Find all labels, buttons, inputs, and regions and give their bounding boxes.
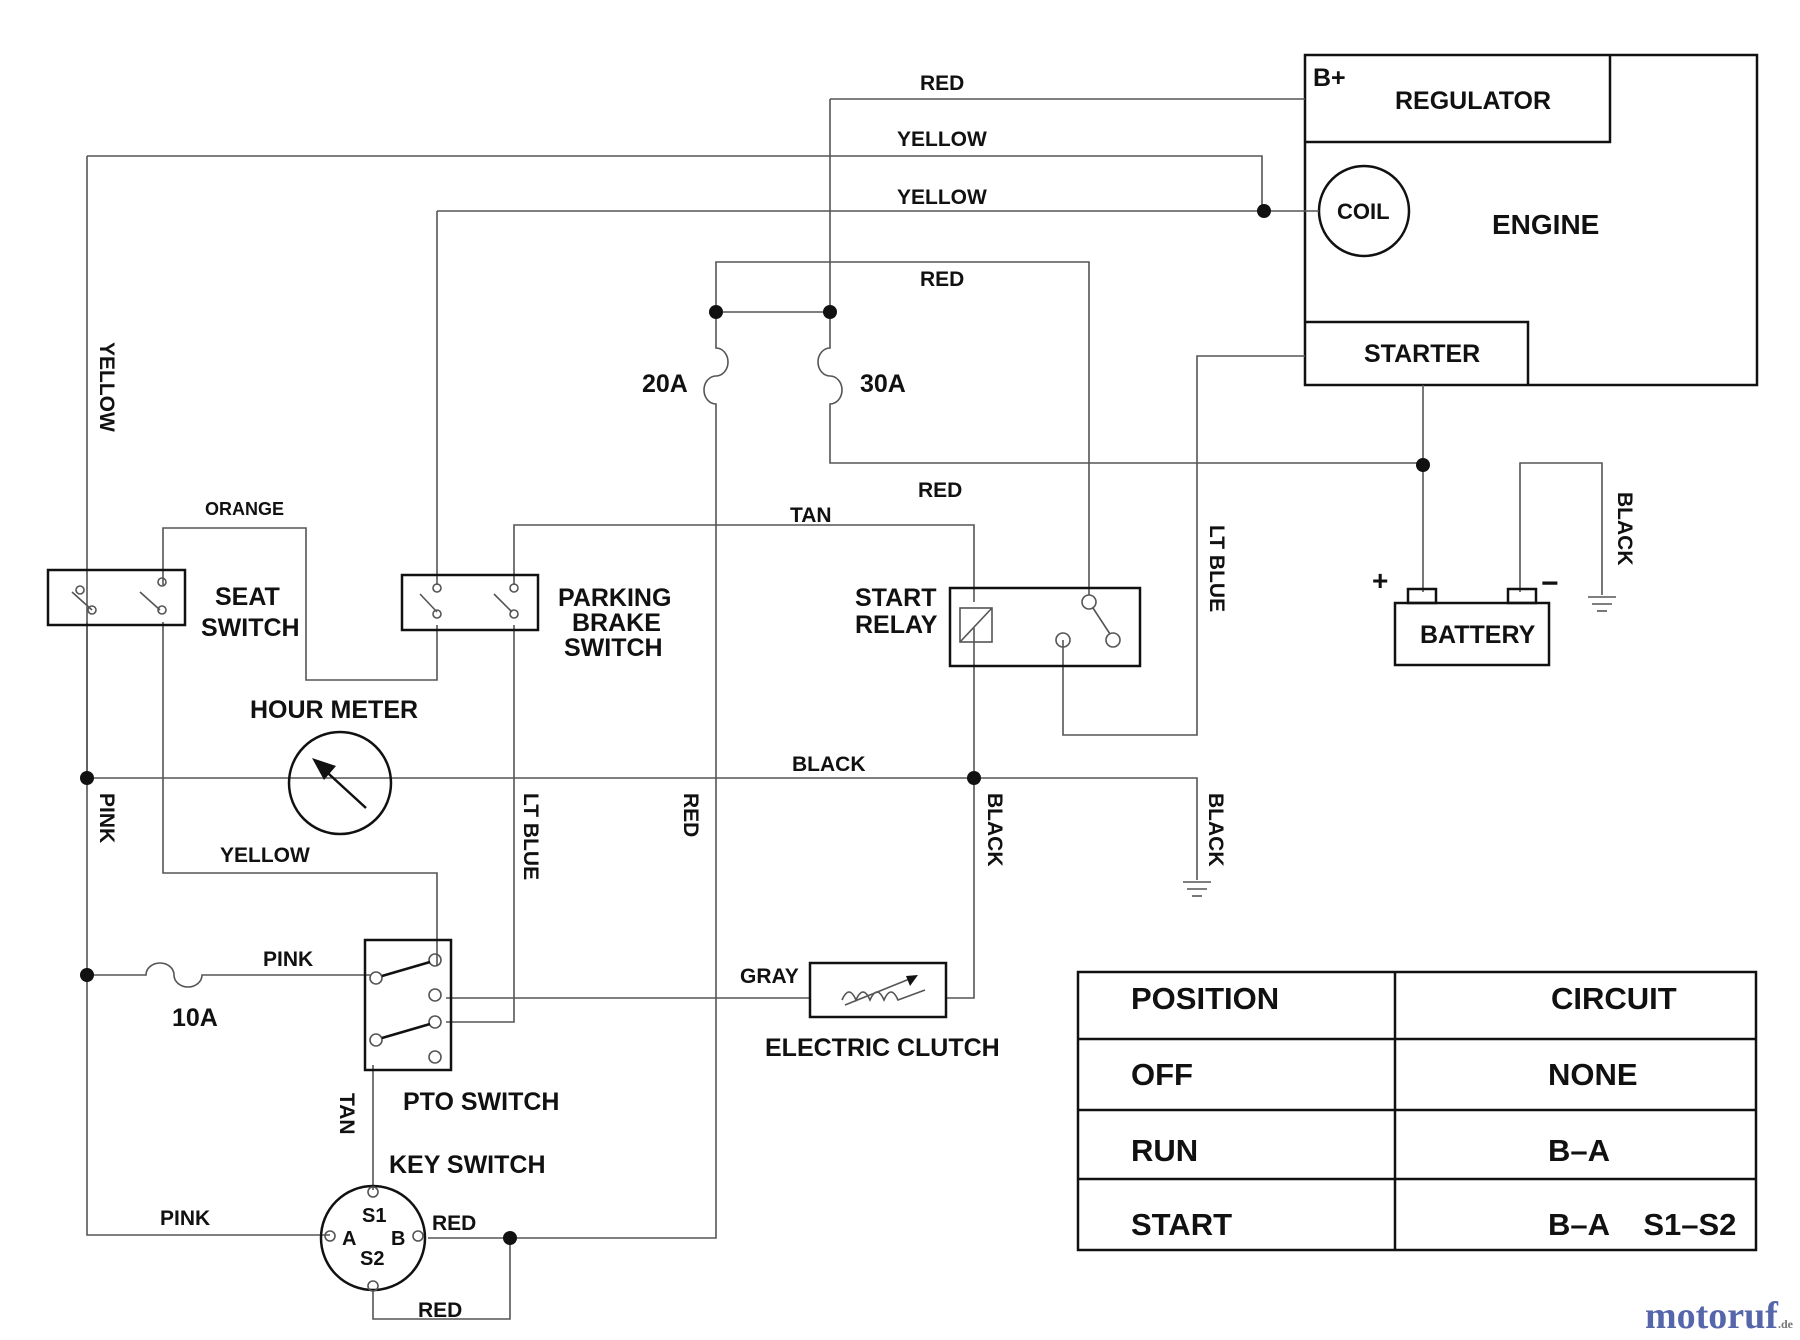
fuse-10a-label: 10A <box>172 1004 218 1032</box>
wire-label-yellow-left: YELLOW <box>95 342 118 432</box>
watermark: motoruf.de <box>1645 1295 1794 1337</box>
electric-clutch <box>808 961 948 1019</box>
coil-label: COIL <box>1337 199 1390 224</box>
table-row-off-circuit: NONE <box>1548 1057 1638 1092</box>
table-row-run-position: RUN <box>1131 1133 1198 1168</box>
fuse-30a-label: 30A <box>860 370 906 398</box>
wire-label-pink-key: PINK <box>160 1207 210 1230</box>
wire-label-pink-fuse: PINK <box>263 948 313 971</box>
parking-brake-switch <box>400 573 540 632</box>
seat-switch <box>46 568 187 627</box>
seat-switch-line-2: SWITCH <box>201 614 300 642</box>
start-relay-label: START RELAY <box>855 584 943 639</box>
battery-label: BATTERY <box>1420 621 1536 649</box>
engine-block <box>1303 53 1759 387</box>
wire-label-gray: GRAY <box>740 965 799 988</box>
wire-label-red-top: RED <box>920 72 964 95</box>
hour-meter <box>287 730 393 836</box>
wire-label-orange: ORANGE <box>205 499 284 519</box>
wire-label-yellow-seat: YELLOW <box>220 844 310 867</box>
wire-label-pink-left: PINK <box>95 793 118 843</box>
watermark-suffix: .de <box>1778 1317 1794 1331</box>
pto-switch <box>363 938 453 1072</box>
wire-label-lt-blue-right: LT BLUE <box>1205 525 1228 612</box>
key-s1: S1 <box>362 1205 386 1227</box>
table-header-position: POSITION <box>1131 981 1279 1016</box>
starter-label: STARTER <box>1364 340 1480 368</box>
table-row-run-circuit: B–A <box>1548 1133 1610 1168</box>
key-b: B <box>391 1228 405 1250</box>
wire-label-yellow-top: YELLOW <box>897 128 987 151</box>
battery <box>1393 587 1551 667</box>
seat-switch-label: SEAT SWITCH <box>201 583 300 642</box>
wire-label-black-meter: BLACK <box>792 753 866 776</box>
wires <box>86 98 1603 1320</box>
ground-symbol-meter <box>1183 881 1211 897</box>
wire-label-lt-blue-mid: LT BLUE <box>519 793 542 880</box>
table-row-start-circuit: B–A S1–S2 <box>1548 1207 1736 1242</box>
pto-switch-label: PTO SWITCH <box>403 1088 559 1116</box>
wire-label-red-key: RED <box>432 1212 476 1235</box>
key-switch <box>319 1184 427 1292</box>
table-row-off-position: OFF <box>1131 1057 1193 1092</box>
watermark-text: motoruf <box>1645 1295 1779 1337</box>
wire-label-red-starter: RED <box>918 479 962 502</box>
wire-label-black-clutch: BLACK <box>983 793 1006 867</box>
table-header-circuit: CIRCUIT <box>1551 981 1677 1016</box>
table-row-start-position: START <box>1131 1207 1232 1242</box>
battery-plus: + <box>1372 565 1388 596</box>
wire-label-red-fuse: RED <box>920 268 964 291</box>
engine-label: ENGINE <box>1492 209 1599 240</box>
wire-label-yellow-coil: YELLOW <box>897 186 987 209</box>
key-a: A <box>342 1228 356 1250</box>
wire-label-black-gnd2: BLACK <box>1204 793 1227 867</box>
regulator-label: REGULATOR <box>1395 87 1551 115</box>
junction-dots <box>80 204 1430 1245</box>
wire-label-tan-top: TAN <box>790 504 832 527</box>
wire-label-black-ground: BLACK <box>1613 492 1636 566</box>
start-relay-line-2: RELAY <box>855 611 938 639</box>
parking-brake-line-2: BRAKE <box>572 609 661 637</box>
key-s2: S2 <box>360 1248 384 1270</box>
parking-brake-line-3: SWITCH <box>564 634 663 662</box>
fuse-20a-label: 20A <box>642 370 688 398</box>
wire-label-tan-key: TAN <box>335 1093 358 1135</box>
hour-meter-label: HOUR METER <box>250 696 418 724</box>
key-switch-label: KEY SWITCH <box>389 1151 546 1179</box>
start-relay-line-1: START <box>855 584 936 612</box>
parking-brake-line-1: PARKING <box>558 584 671 612</box>
wire-labels: RED YELLOW YELLOW RED RED ORANGE TAN BLA… <box>95 72 1636 1322</box>
bplus-label: B+ <box>1313 64 1346 92</box>
wire-label-red-vertical: RED <box>679 793 702 837</box>
ground-symbol-battery <box>1588 596 1616 612</box>
electric-clutch-label: ELECTRIC CLUTCH <box>765 1034 1000 1062</box>
seat-switch-line-1: SEAT <box>215 583 280 611</box>
battery-minus: − <box>1541 567 1559 600</box>
parking-brake-switch-label: PARKING BRAKE SWITCH <box>558 584 678 662</box>
position-circuit-table <box>1076 970 1758 1252</box>
start-relay <box>948 586 1142 668</box>
wire-label-red-key-bottom: RED <box>418 1299 462 1322</box>
